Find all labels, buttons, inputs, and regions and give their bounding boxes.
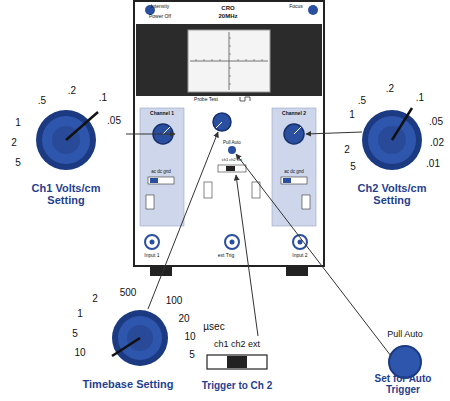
- callout-title: Ch1 Volts/cm Setting: [20, 182, 112, 206]
- scale-value: .1: [416, 92, 424, 103]
- panel-label: Focus: [289, 4, 303, 10]
- scale-value: 5: [189, 349, 195, 360]
- scale-value: .05: [429, 116, 443, 127]
- scope-body: [134, 1, 324, 276]
- model-spec: 20MHz: [218, 13, 237, 20]
- scale-value: 10: [184, 331, 195, 342]
- scale-value: 2: [344, 144, 350, 155]
- callout-title: Timebase Setting: [82, 378, 174, 390]
- unit-label: µsec: [203, 321, 224, 332]
- switch-label: ch1 ch2 ext: [222, 158, 242, 162]
- trigger-switch: [207, 355, 267, 369]
- callout-title: Ch2 Volts/cm Setting: [346, 182, 438, 206]
- callout-title: Trigger to Ch 2: [202, 380, 273, 391]
- channel-label: Channel 1: [150, 111, 174, 117]
- ch2-volts-knob: [362, 108, 422, 170]
- scale-value: 5: [72, 328, 78, 339]
- panel-label: Intensity: [151, 4, 170, 10]
- switch-label: ac dc gnd: [284, 170, 304, 175]
- ch1-volts-knob: [36, 110, 98, 170]
- input-label: Input 1: [144, 253, 159, 259]
- scale-value: .2: [386, 83, 394, 94]
- scale-value: 2: [11, 137, 17, 148]
- scale-value: 2: [92, 293, 98, 304]
- scale-value: .2: [68, 85, 76, 96]
- callout-title: Set for Auto Trigger: [363, 373, 443, 395]
- scale-value: 1: [15, 117, 21, 128]
- switch-label: ch1 ch2 ext: [214, 340, 260, 350]
- scale-value: .01: [426, 158, 440, 169]
- input-label: ext Trig: [218, 253, 234, 259]
- scale-value: 20: [178, 313, 189, 324]
- panel-label: Probe Test: [194, 97, 218, 103]
- scale-value: 500: [120, 287, 137, 298]
- scale-value: 1: [349, 109, 355, 120]
- panel-label: Pull Auto: [223, 141, 241, 146]
- scale-value: .02: [430, 137, 444, 148]
- scale-value: .5: [38, 95, 46, 106]
- switch-label: ac dc gnd: [151, 170, 171, 175]
- knob-label: Pull Auto: [387, 330, 423, 340]
- scale-value: 1: [77, 308, 83, 319]
- scale-value: 5: [15, 157, 21, 168]
- model-name: CRO: [221, 5, 234, 12]
- panel-label: Power Off: [149, 14, 171, 20]
- scale-value: .1: [99, 92, 107, 103]
- scale-value: .05: [107, 115, 121, 126]
- input-label: Input 2: [292, 253, 307, 259]
- scale-value: 5: [350, 161, 356, 172]
- scale-value: .5: [358, 95, 366, 106]
- scale-value: 100: [166, 295, 183, 306]
- scale-value: 10: [74, 347, 85, 358]
- leader-lines: [126, 132, 391, 356]
- channel-label: Channel 2: [282, 111, 306, 117]
- timebase-knob: [112, 310, 168, 366]
